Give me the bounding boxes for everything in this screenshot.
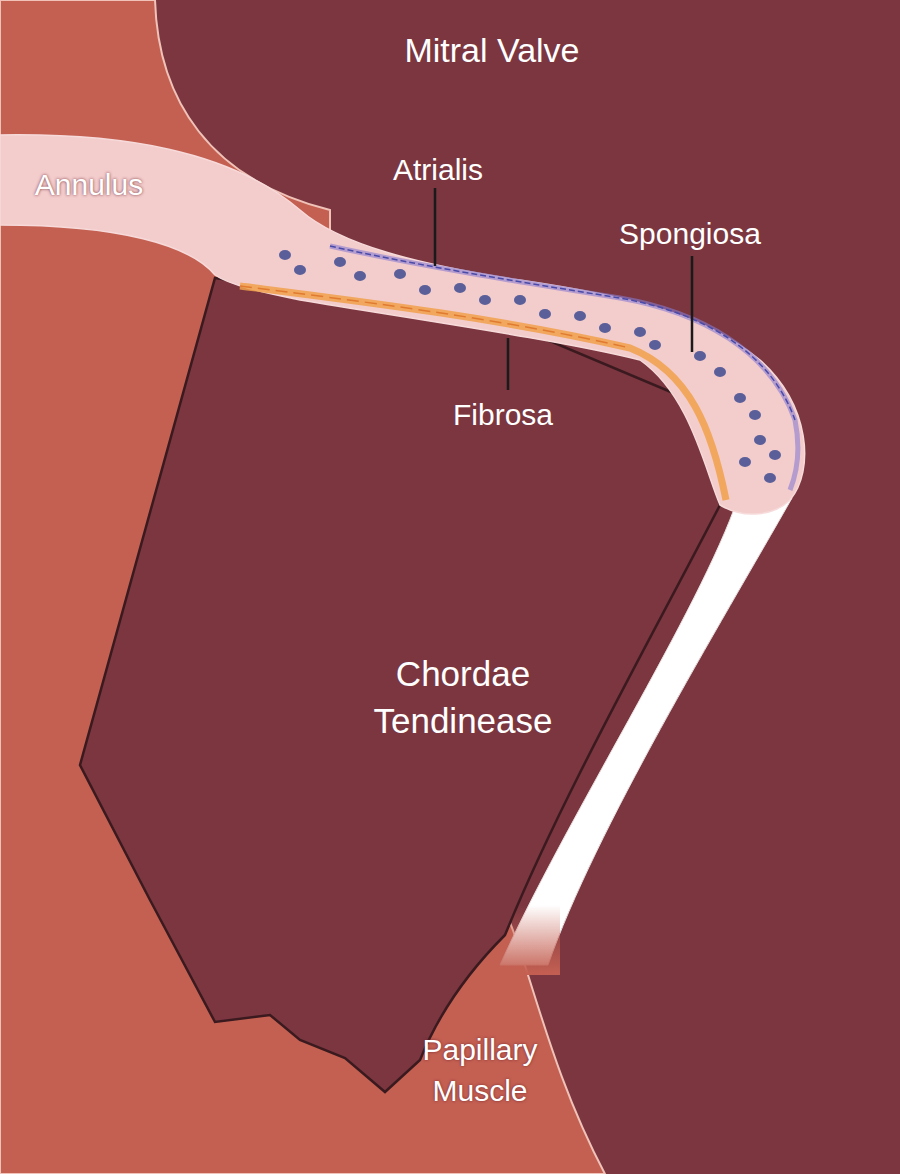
atrialis-layer bbox=[330, 246, 798, 490]
part-label: Annulus bbox=[4, 165, 174, 206]
spongiosa-cell bbox=[514, 295, 526, 305]
fibrosa-layer bbox=[240, 286, 726, 500]
leader-line bbox=[507, 338, 510, 390]
leader-line bbox=[434, 188, 437, 266]
leader-line bbox=[691, 256, 694, 352]
layer-label: Atrialis bbox=[328, 150, 548, 191]
layer-label: Fibrosa bbox=[393, 395, 613, 436]
spongiosa-cell bbox=[454, 283, 466, 293]
spongiosa-cell bbox=[279, 250, 291, 260]
spongiosa-cell bbox=[714, 367, 726, 377]
fibrosa-fibers bbox=[240, 286, 630, 348]
spongiosa-cell bbox=[649, 340, 661, 350]
spongiosa-cell bbox=[394, 269, 406, 279]
ventricle-cavity bbox=[80, 278, 720, 1092]
layer-label: Spongiosa bbox=[570, 214, 810, 255]
spongiosa-cells bbox=[279, 250, 781, 483]
spongiosa-cell bbox=[734, 393, 746, 403]
spongiosa-cell bbox=[334, 257, 346, 267]
atrialis-fibers bbox=[330, 246, 795, 420]
diagram-title: Mitral Valve bbox=[312, 28, 672, 74]
spongiosa-cell bbox=[479, 295, 491, 305]
spongiosa-cell bbox=[419, 285, 431, 295]
spongiosa-cell bbox=[694, 351, 706, 361]
spongiosa-cell bbox=[599, 323, 611, 333]
part-label: Chordae Tendinease bbox=[328, 650, 598, 745]
spongiosa-cell bbox=[634, 327, 646, 337]
spongiosa-cell bbox=[574, 311, 586, 321]
mitral-leaflet bbox=[0, 135, 805, 514]
spongiosa-cell bbox=[739, 457, 751, 467]
spongiosa-cell bbox=[749, 410, 761, 420]
spongiosa-cell bbox=[294, 265, 306, 275]
spongiosa-cell bbox=[769, 450, 781, 460]
spongiosa-cell bbox=[354, 271, 366, 281]
part-label: Papillary Muscle bbox=[385, 1030, 575, 1111]
spongiosa-cell bbox=[754, 435, 766, 445]
spongiosa-cell bbox=[764, 473, 776, 483]
spongiosa-cell bbox=[539, 309, 551, 319]
